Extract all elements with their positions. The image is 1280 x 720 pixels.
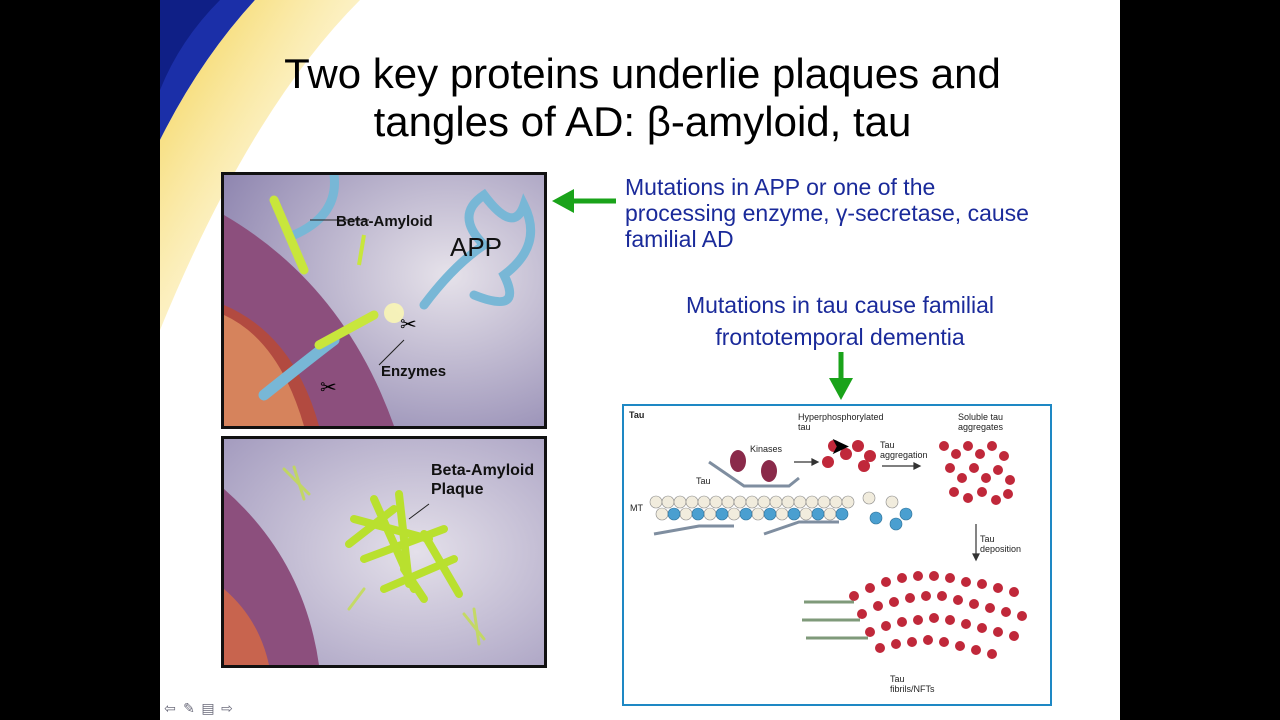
plaque-label-line-2: Plaque xyxy=(431,480,534,499)
slide: Two key proteins underlie plaques and ta… xyxy=(160,0,1120,720)
mouse-cursor-icon: ➤ xyxy=(830,432,850,461)
tau-aggregation-diagram: Tau Hyperphosphorylated tau Soluble tau … xyxy=(622,404,1052,706)
scissors-icon: ✂ xyxy=(400,312,417,337)
plaque-label-line-1: Beta-Amyloid xyxy=(431,461,534,480)
soluble-line-2: aggregates xyxy=(958,422,1003,432)
kinases-label: Kinases xyxy=(750,444,782,454)
scissors-icon: ✂ xyxy=(320,375,337,400)
app-label: APP xyxy=(450,233,502,261)
hyperphosphorylated-label: Hyperphosphorylated tau xyxy=(798,412,884,432)
slideshow-controls: ⇦ ✎ ▤ ⇨ xyxy=(162,700,235,716)
app-note-line-1: Mutations in APP or one of the xyxy=(625,174,1105,200)
hyper-line-1: Hyperphosphorylated xyxy=(798,412,884,422)
soluble-aggregates-label: Soluble tau aggregates xyxy=(958,412,1003,432)
down-arrow-icon xyxy=(827,350,855,402)
mt-label: MT xyxy=(630,503,643,513)
app-note-line-2: processing enzyme, γ-secretase, cause xyxy=(625,200,1105,226)
deposition-line-2: deposition xyxy=(980,544,1021,554)
forward-arrow-icon[interactable]: ⇨ xyxy=(219,700,235,716)
title-line-2: tangles of AD: β-amyloid, tau xyxy=(220,98,1065,146)
enzymes-label: Enzymes xyxy=(381,362,446,381)
tau-aggregation-label: Tau aggregation xyxy=(880,440,928,460)
deposition-line-1: Tau xyxy=(980,534,1021,544)
fibrils-line-2: fibrils/NFTs xyxy=(890,684,935,694)
fibrils-line-1: Tau xyxy=(890,674,935,684)
app-note-line-3: familial AD xyxy=(625,226,1105,252)
aggregation-line-1: Tau xyxy=(880,440,928,450)
left-arrow-icon xyxy=(550,186,618,216)
beta-amyloid-label: Beta-Amyloid xyxy=(336,212,433,231)
amyloid-plaque-illustration: Beta-Amyloid Plaque xyxy=(221,436,547,668)
slide-title: Two key proteins underlie plaques and ta… xyxy=(220,50,1065,146)
tau-strand-label: Tau xyxy=(696,476,711,486)
tau-note-line-1: Mutations in tau cause familial xyxy=(630,289,1050,321)
hyper-line-2: tau xyxy=(798,422,884,432)
back-arrow-icon[interactable]: ⇦ xyxy=(162,700,178,716)
pen-icon[interactable]: ✎ xyxy=(181,700,197,716)
tau-fibrils-label: Tau fibrils/NFTs xyxy=(890,674,935,694)
plaque-label: Beta-Amyloid Plaque xyxy=(431,461,534,499)
tau-note-line-2: frontotemporal dementia xyxy=(630,321,1050,353)
tau-deposition-label: Tau deposition xyxy=(980,534,1021,554)
tau-heading: Tau xyxy=(629,410,644,420)
app-mutation-note: Mutations in APP or one of the processin… xyxy=(625,174,1105,252)
menu-icon[interactable]: ▤ xyxy=(200,700,216,716)
app-cleavage-illustration: Beta-Amyloid APP Enzymes ✂ ✂ xyxy=(221,172,547,429)
tau-mutation-note: Mutations in tau cause familial frontote… xyxy=(630,289,1050,353)
title-line-1: Two key proteins underlie plaques and xyxy=(220,50,1065,98)
soluble-line-1: Soluble tau xyxy=(958,412,1003,422)
aggregation-line-2: aggregation xyxy=(880,450,928,460)
